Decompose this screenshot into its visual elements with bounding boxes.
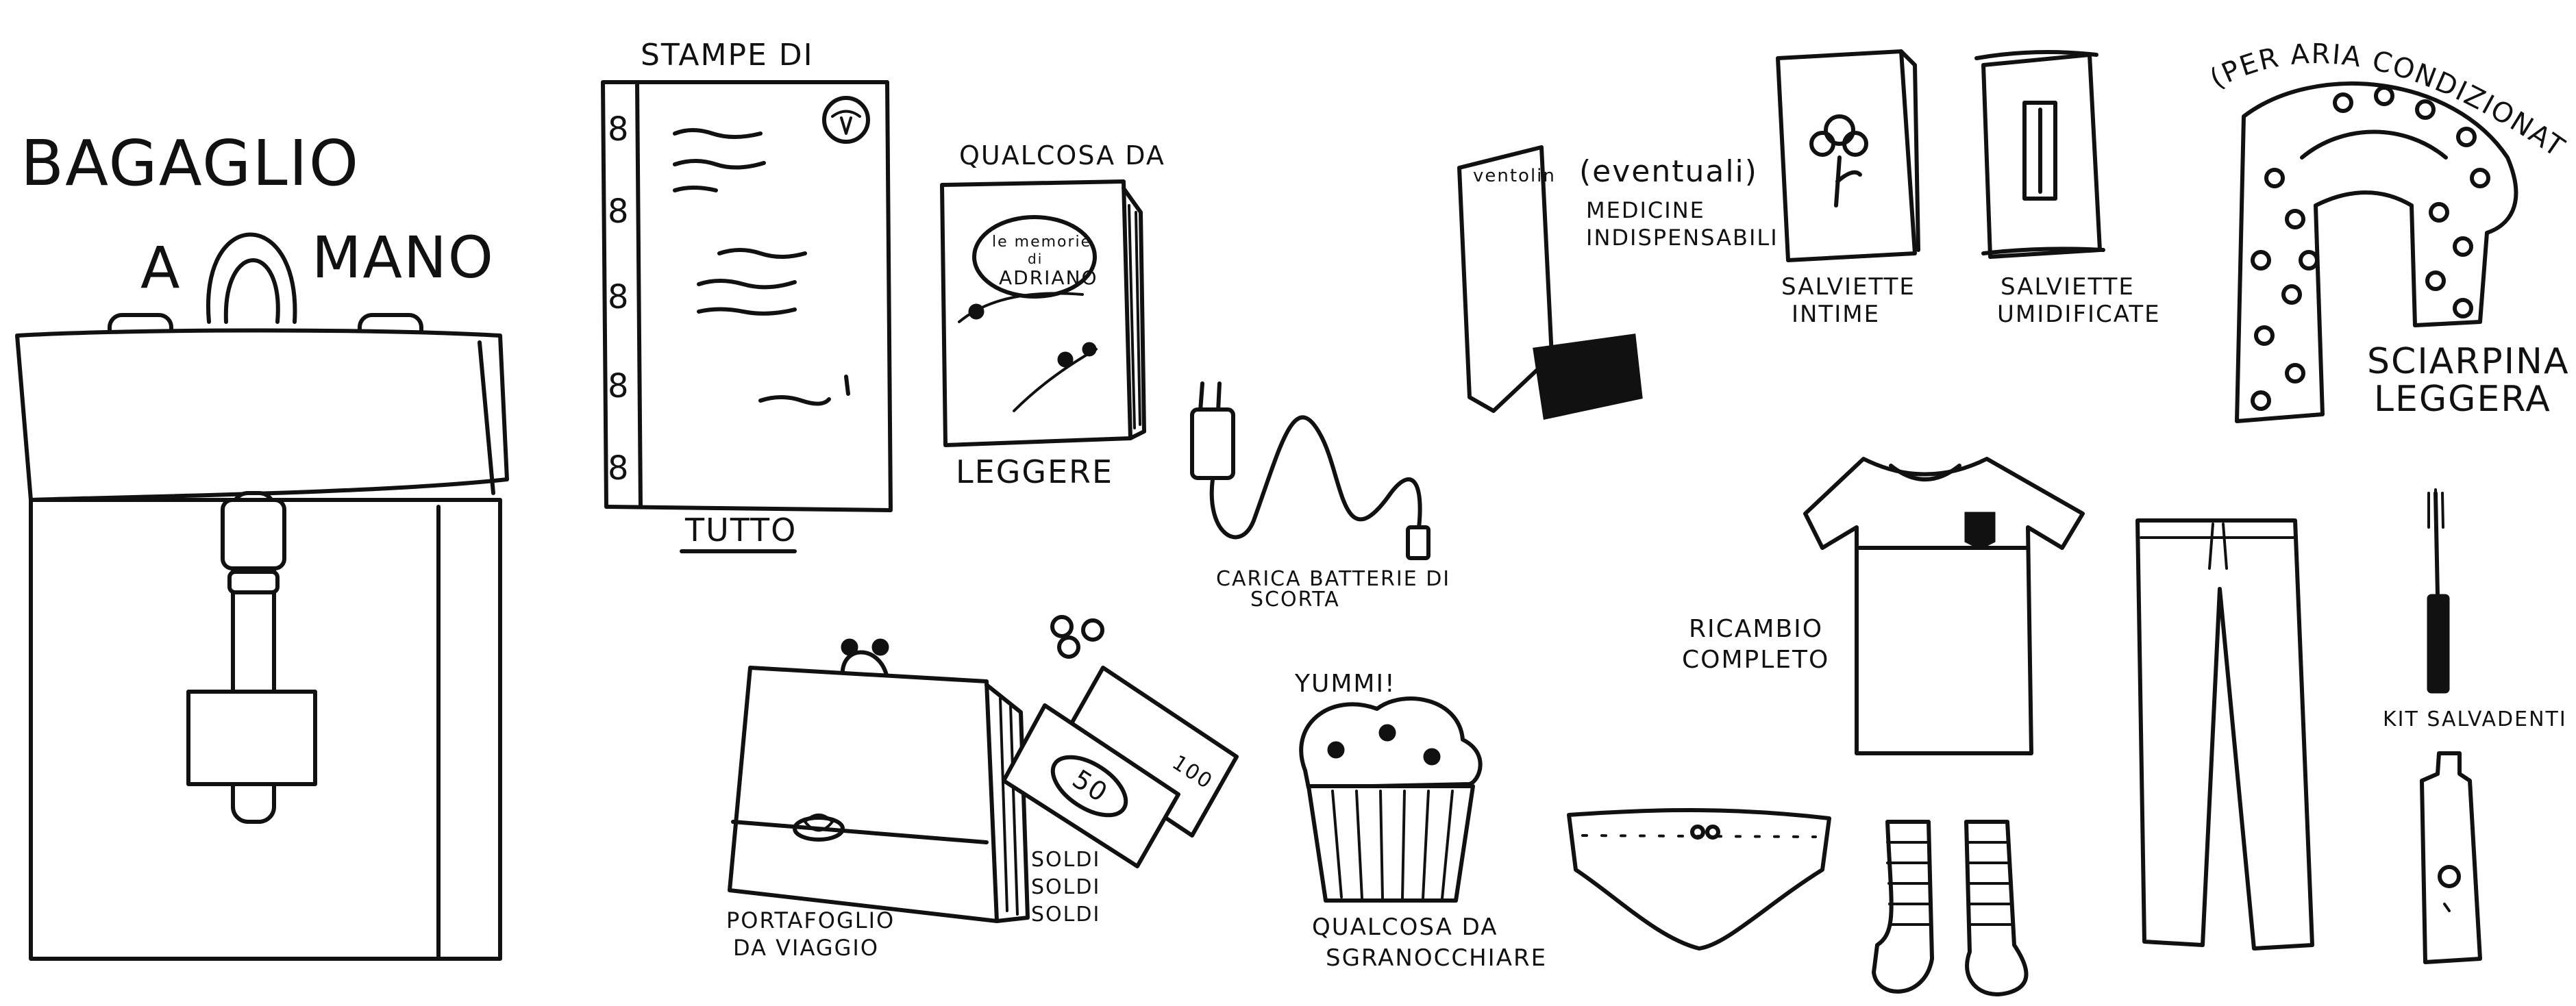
muffin-drawing: YUMMI! QUALCOSA DA SGRANOCCHIARE bbox=[1294, 670, 1547, 972]
book-drawing: QUALCOSA DA le memorie di ADRIANO LEGGER… bbox=[940, 140, 1165, 490]
money-label-2: SOLDI bbox=[1031, 875, 1100, 899]
svg-text:8: 8 bbox=[608, 110, 630, 149]
svg-text:8: 8 bbox=[608, 278, 630, 316]
title-line-2a: A bbox=[140, 234, 181, 301]
inhaler-drawing: ventolin (eventuali) MEDICINE INDISPENSA… bbox=[1457, 145, 1779, 420]
svg-text:8: 8 bbox=[608, 367, 630, 405]
clothes-drawing: RICAMBIO COMPLETO bbox=[1567, 457, 2314, 996]
wipes-wet-label-2: UMIDIFICATE bbox=[1997, 301, 2161, 328]
svg-text:8: 8 bbox=[608, 449, 630, 488]
money-label-3: SOLDI bbox=[1031, 903, 1100, 927]
svg-text:8: 8 bbox=[608, 192, 630, 231]
backpack-drawing bbox=[15, 232, 509, 961]
charger-label-1: CARICA BATTERIE DI bbox=[1216, 567, 1450, 591]
inhaler-label-1: (eventuali) bbox=[1579, 154, 1758, 189]
money-label-1: SOLDI bbox=[1031, 848, 1100, 872]
clothes-label-1: RICAMBIO bbox=[1689, 615, 1823, 643]
wallet-drawing: PORTAFOGLIO DA VIAGGIO bbox=[726, 638, 1030, 961]
wipes-intimate-label-1: SALVIETTE bbox=[1781, 273, 1916, 301]
charger-label-2: SCORTA bbox=[1250, 588, 1340, 612]
wipes-wet-drawing: SALVIETTE UMIDIFICATE bbox=[1974, 50, 2161, 328]
book-cover-2: di bbox=[1028, 251, 1043, 267]
charger-drawing: CARICA BATTERIE DI SCORTA bbox=[1190, 381, 1450, 612]
wipes-intimate-drawing: SALVIETTE INTIME bbox=[1776, 49, 1920, 328]
book-label-bottom: LEGGERE bbox=[956, 453, 1113, 490]
title: BAGAGLIO A MANO bbox=[21, 127, 495, 301]
muffin-label-2: SGRANOCCHIARE bbox=[1326, 944, 1547, 972]
inhaler-label-2: MEDICINE bbox=[1586, 197, 1705, 223]
prints-label-bottom: TUTTO bbox=[684, 512, 797, 549]
book-label-top: QUALCOSA DA bbox=[959, 140, 1165, 171]
scarf-arc-label: (PER ARIA CONDIZIONATA) bbox=[0, 0, 2570, 164]
inhaler-brand: ventolin bbox=[1473, 166, 1556, 186]
scarf-label-2: LEGGERA bbox=[2374, 379, 2551, 420]
muffin-exclaim: YUMMI! bbox=[1294, 670, 1396, 698]
wipes-wet-label-1: SALVIETTE bbox=[2001, 273, 2135, 301]
toothkit-drawing: KIT SALVADENTI bbox=[2383, 488, 2567, 964]
muffin-label-1: QUALCOSA DA bbox=[1312, 914, 1498, 941]
prints-label-top: STAMPE DI bbox=[641, 38, 814, 73]
book-cover-1: le memorie bbox=[992, 234, 1091, 251]
money-drawing: 50 100 SOLDI SOLDI SOLDI bbox=[1002, 615, 1239, 927]
title-line-2b: MANO bbox=[312, 224, 495, 291]
prints-drawing: STAMPE DI 8 8 8 8 8 TUTTO bbox=[601, 38, 893, 553]
scarf-label-1: SCIARPINA bbox=[2367, 341, 2570, 382]
title-line-1: BAGAGLIO bbox=[21, 127, 360, 200]
toothkit-label: KIT SALVADENTI bbox=[2383, 707, 2567, 731]
scarf-arc-text: (PER ARIA CONDIZIONATA) bbox=[0, 0, 2568, 164]
clothes-label-2: COMPLETO bbox=[1682, 646, 1829, 674]
wipes-intimate-label-2: INTIME bbox=[1792, 301, 1880, 328]
wallet-label-2: DA VIAGGIO bbox=[733, 935, 879, 961]
book-cover-3: ADRIANO bbox=[999, 266, 1098, 289]
wallet-label-1: PORTAFOGLIO bbox=[726, 907, 895, 933]
inhaler-label-3: INDISPENSABILI bbox=[1586, 225, 1779, 251]
